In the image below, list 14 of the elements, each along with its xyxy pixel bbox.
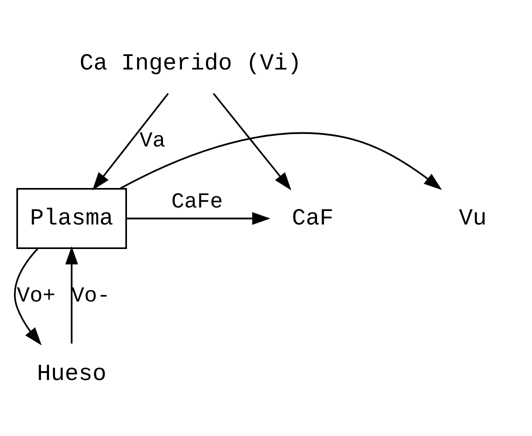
node-text: CaF	[292, 205, 334, 232]
arrow	[120, 132, 442, 190]
node-text: Hueso	[36, 360, 106, 386]
node-text: Ca Ingerido (Vi)	[80, 50, 302, 76]
arrow	[14, 248, 42, 345]
arrow	[65, 246, 78, 344]
edge-label: Vo+	[16, 284, 56, 308]
arrow	[92, 92, 169, 190]
arrow	[126, 212, 270, 224]
node-text: Vu	[458, 205, 487, 232]
edge-label: CaFe	[171, 190, 223, 214]
arrow	[212, 92, 292, 190]
edge-label: Va	[140, 129, 166, 154]
node-box: Plasma	[16, 187, 127, 249]
